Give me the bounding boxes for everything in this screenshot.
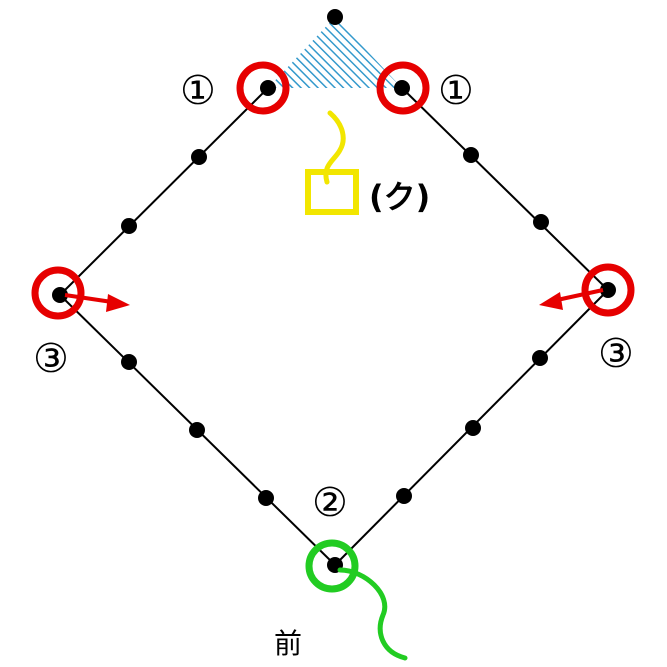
red-circle-top-right (376, 61, 430, 115)
dot-right (600, 282, 616, 298)
yellow-square (305, 169, 359, 215)
green-squiggle (337, 567, 408, 661)
dot (465, 420, 481, 436)
dot (533, 214, 549, 230)
dot-apex (327, 9, 343, 25)
dot (121, 354, 137, 370)
dot (191, 149, 207, 165)
dot (121, 218, 137, 234)
label-top-right: ① (438, 68, 474, 114)
label-k: (ク) (369, 178, 430, 216)
dot-left (52, 287, 68, 303)
dot (396, 488, 412, 504)
dot (189, 422, 205, 438)
arrow-right-icon (64, 293, 130, 312)
dot (463, 147, 479, 163)
dot-top-left (260, 80, 276, 96)
label-right: ③ (598, 331, 634, 377)
label-bottom: ② (312, 480, 348, 526)
red-circle-right (581, 263, 635, 317)
red-circle-left (31, 266, 85, 320)
red-circle-top-left (236, 61, 290, 115)
dot-top-right (394, 80, 410, 96)
dot (258, 490, 274, 506)
label-front: 前 (274, 627, 302, 660)
dot (532, 350, 548, 366)
label-left: ③ (33, 336, 69, 382)
arrow-left-icon (539, 288, 604, 310)
vertex-dots (52, 9, 616, 573)
green-circle-bottom (305, 539, 359, 593)
label-top-left: ① (180, 68, 216, 114)
hatched-triangle (268, 17, 402, 88)
